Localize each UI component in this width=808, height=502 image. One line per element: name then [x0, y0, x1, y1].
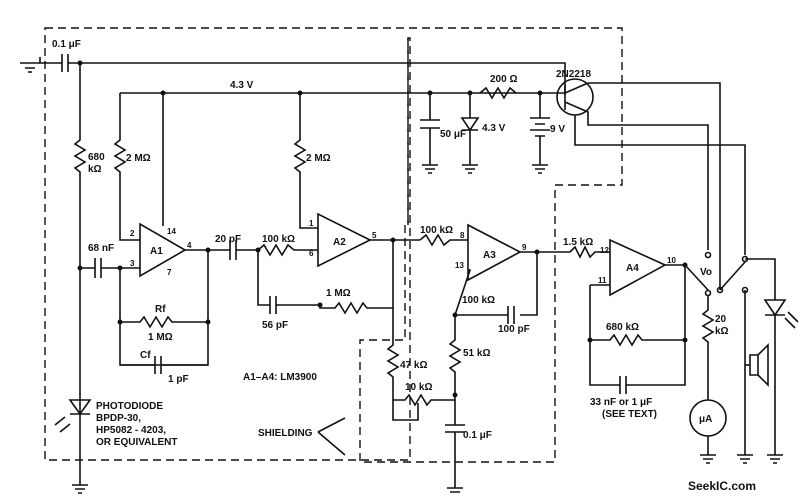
label-c68: 68 nF — [88, 243, 114, 254]
label-r10: 10 kΩ — [405, 382, 432, 393]
label-vo: Vo — [700, 267, 712, 278]
label-r20u: kΩ — [715, 326, 729, 337]
cap-cf — [120, 356, 208, 374]
label-r20: 20 — [715, 314, 727, 325]
label-r680: 680 — [88, 152, 105, 163]
svg-text:12: 12 — [600, 246, 609, 255]
svg-text:5: 5 — [372, 231, 377, 240]
res-680k — [590, 333, 685, 347]
label-pd1: PHOTODIODE — [96, 401, 163, 412]
label-batt: 9 V — [550, 124, 565, 135]
res-1m — [319, 240, 394, 315]
label-a2: A2 — [333, 237, 346, 248]
photodiode — [68, 399, 92, 416]
transistor-2n2218 — [556, 78, 594, 116]
label-c-in: 0.1 μF — [52, 39, 81, 50]
label-a4: A4 — [626, 263, 639, 274]
label-cf-val: 1 pF — [168, 374, 189, 385]
svg-text:1: 1 — [309, 219, 314, 228]
label-transistor: 2N2218 — [556, 69, 591, 80]
input-capacitor — [39, 54, 80, 72]
label-r2m-a: 2 MΩ — [126, 153, 151, 164]
light-arrows — [54, 416, 71, 433]
label-r100-a: 100 kΩ — [262, 234, 295, 245]
svg-text:13: 13 — [455, 261, 464, 270]
label-pd4: OR EQUIVALENT — [96, 437, 177, 448]
label-r51: 51 kΩ — [463, 348, 490, 359]
label-cf: Cf — [140, 350, 151, 361]
label-c33: 33 nF or 1 μF — [590, 397, 652, 408]
label-r100-fb: 100 kΩ — [462, 295, 495, 306]
svg-text:7: 7 — [167, 268, 172, 277]
ground-symbol — [20, 62, 40, 73]
label-r1m: 1 MΩ — [326, 288, 351, 299]
label-rf-val: 1 MΩ — [148, 332, 173, 343]
watermark: SeekIC.com — [688, 479, 756, 493]
svg-text:9: 9 — [522, 243, 527, 252]
svg-text:11: 11 — [598, 276, 607, 285]
label-meter: μA — [699, 414, 712, 425]
label-c100p: 100 pF — [498, 324, 530, 335]
label-zener: 4.3 V — [482, 123, 506, 134]
label-c33note: (SEE TEXT) — [602, 409, 657, 420]
label-c56: 56 pF — [262, 320, 288, 331]
label-a1: A1 — [150, 246, 163, 257]
zener-diode — [460, 93, 480, 174]
label-r100-b: 100 kΩ — [420, 225, 453, 236]
svg-text:2: 2 — [130, 229, 135, 238]
label-c50: 50 μF — [440, 129, 466, 140]
res-100k-a2 — [257, 243, 318, 257]
cap-50uf — [420, 93, 440, 174]
svg-text:3: 3 — [130, 259, 135, 268]
opamp-a2 — [317, 212, 372, 268]
svg-text:6: 6 — [309, 249, 314, 258]
label-r680u: kΩ — [88, 164, 102, 175]
label-r15: 1.5 kΩ — [563, 237, 593, 248]
shield-boundary — [44, 27, 623, 463]
label-c20: 20 pF — [215, 234, 241, 245]
label-r2m-b: 2 MΩ — [306, 153, 331, 164]
speaker-icon — [749, 343, 769, 387]
res-200 — [479, 86, 517, 100]
label-r47: 47 kΩ — [400, 360, 427, 371]
label-rf: Rf — [155, 304, 166, 315]
label-rail: 4.3 V — [230, 80, 254, 91]
svg-text:10: 10 — [667, 256, 676, 265]
svg-text:14: 14 — [167, 227, 176, 236]
led-icon — [763, 299, 787, 317]
label-pd3: HP5082 - 4203, — [96, 425, 166, 436]
label-ic-note: A1–A4: LM3900 — [243, 372, 317, 383]
label-shielding: SHIELDING — [258, 428, 313, 439]
opamp-a1 — [139, 222, 187, 278]
ground-symbol-pd — [72, 484, 88, 494]
battery-9v — [530, 93, 550, 174]
label-r680k: 680 kΩ — [606, 322, 639, 333]
label-a3: A3 — [483, 250, 496, 261]
opamp-a4 — [609, 238, 667, 297]
label-r200: 200 Ω — [490, 74, 517, 85]
res-rf — [120, 315, 208, 329]
opamp-a3 — [467, 223, 522, 282]
label-c01: 0.1 μF — [463, 430, 492, 441]
svg-text:8: 8 — [460, 231, 465, 240]
svg-text:4: 4 — [187, 241, 192, 250]
label-pd2: BPDP-30, — [96, 413, 141, 424]
